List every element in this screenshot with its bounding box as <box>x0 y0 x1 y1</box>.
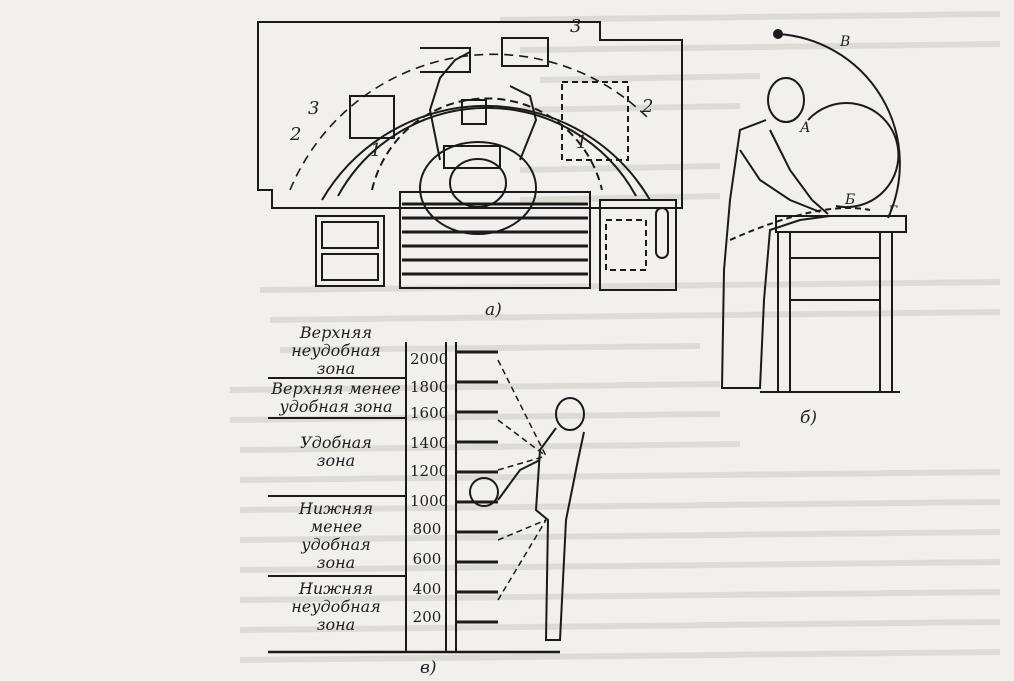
height-tick-label: 2000 <box>410 350 449 368</box>
zone-number-label: 2 <box>290 124 302 145</box>
zone-number-label: 1 <box>576 132 588 153</box>
zone-label-line: Удобная <box>300 433 372 452</box>
zone-upper-uncomfortable: Верхняя неудобная зона <box>262 324 410 378</box>
zone-comfortable: Удобная зона <box>262 434 410 470</box>
zone-label-line: Верхняя <box>299 323 373 342</box>
height-tick-label: 1800 <box>410 378 449 396</box>
zone-label-line: удобная <box>301 535 371 554</box>
figure-a-caption: а) <box>485 300 502 320</box>
zone-label-line: зона <box>316 451 356 470</box>
zone-upper-less-comfortable: Верхняя менее удобная зона <box>262 380 410 416</box>
zone-label-line: зона <box>316 359 356 378</box>
standing-worker <box>720 29 907 393</box>
height-tick-label: 1400 <box>410 434 449 452</box>
figure-v-caption: в) <box>420 658 437 678</box>
zone-number-label: 3 <box>570 16 582 37</box>
zone-label-line: неудобная <box>291 341 381 360</box>
point-label-a: А <box>800 120 811 136</box>
point-label-v: В <box>840 34 851 50</box>
zone-label-line: удобная зона <box>279 397 393 416</box>
point-label-g: Г <box>888 204 898 220</box>
zone-label-line: Нижняя <box>298 579 374 598</box>
zone-lower-uncomfortable: Нижняя неудобная зона <box>262 580 410 634</box>
height-tick-label: 1000 <box>410 492 449 510</box>
zone-number-label: 3 <box>308 98 320 119</box>
zone-number-label: 2 <box>642 96 654 117</box>
zone-label-line: зона <box>316 615 356 634</box>
zone-label-line: неудобная <box>291 597 381 616</box>
height-tick-label: 400 <box>412 580 442 598</box>
zone-label-line: менее <box>309 517 363 536</box>
point-label-b: Б <box>845 192 856 208</box>
height-tick-label: 800 <box>412 520 442 538</box>
zone-number-label: 1 <box>370 140 382 161</box>
zone-label-line: зона <box>316 553 356 572</box>
zone-label-line: Верхняя менее <box>271 379 401 398</box>
zone-label-line: Нижняя <box>298 499 374 518</box>
height-tick-label: 600 <box>412 550 442 568</box>
height-tick-label: 1200 <box>410 462 449 480</box>
figure-b-caption: б) <box>800 408 818 428</box>
height-tick-label: 1600 <box>410 404 449 422</box>
height-tick-label: 200 <box>412 608 442 626</box>
zone-lower-less-comfortable: Нижняя менее удобная зона <box>262 500 410 572</box>
height-scale <box>268 342 585 654</box>
workplace-plan <box>257 21 683 291</box>
